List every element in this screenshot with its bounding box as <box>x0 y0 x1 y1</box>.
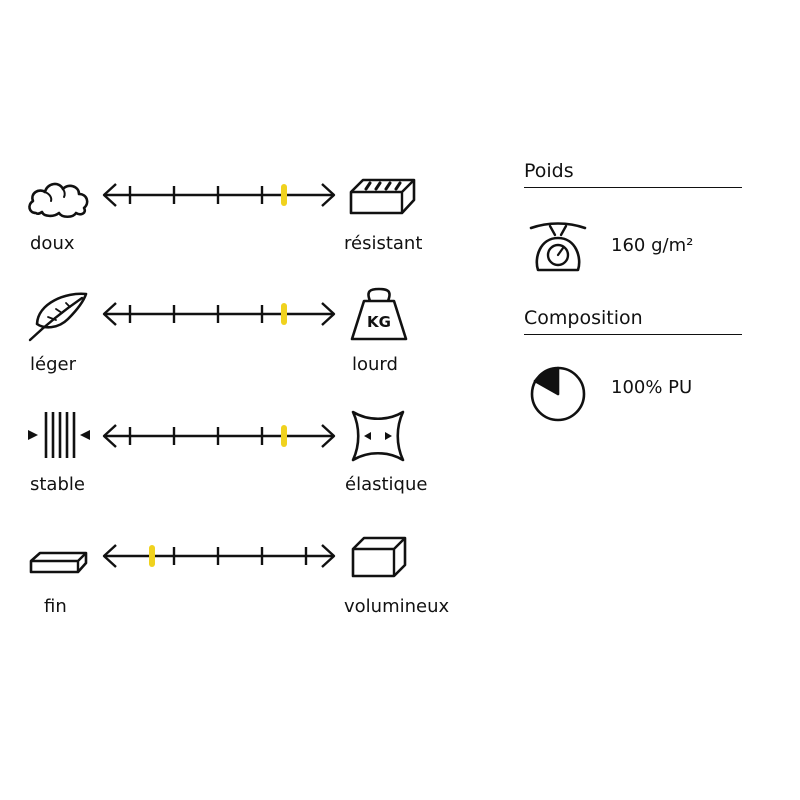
scale-row-stability: stable élastique <box>0 409 470 501</box>
kg-text: KG <box>367 313 391 331</box>
box-icon <box>350 535 408 579</box>
scale-left-label: stable <box>30 474 85 495</box>
weight-value: 160 g/m² <box>611 235 694 256</box>
light-heavy-scale <box>102 302 336 326</box>
scale-icon <box>528 220 588 276</box>
composition-title: Composition <box>524 307 643 329</box>
scale-right-label: volumineux <box>344 596 450 617</box>
weight-divider <box>524 187 742 188</box>
scale-right-label: élastique <box>345 474 428 495</box>
thin-voluminous-scale <box>102 544 336 568</box>
scale-left-label: fin <box>44 596 67 617</box>
stretch-icon <box>350 409 406 463</box>
scale-marker <box>281 303 287 325</box>
compressed-lines-icon <box>26 409 94 461</box>
scale-row-thickness: fin volumineux <box>0 531 470 621</box>
scale-right-label: résistant <box>344 233 423 254</box>
composition-value: 100% PU <box>611 377 693 398</box>
weight-title: Poids <box>524 160 574 182</box>
scale-row-weight: KG léger lourd <box>0 287 470 381</box>
brick-icon <box>348 176 418 216</box>
thin-slab-icon <box>28 547 90 577</box>
feather-icon <box>26 291 90 343</box>
kg-weight-icon: KG <box>348 287 410 343</box>
scale-marker <box>149 545 155 567</box>
scale-left-label: léger <box>30 354 76 375</box>
scale-marker <box>281 184 287 206</box>
scale-left-label: doux <box>30 233 75 254</box>
softness-strength-scale <box>102 183 336 207</box>
scale-marker <box>281 425 287 447</box>
cloud-icon <box>26 176 92 220</box>
scale-row-softness: doux résistant <box>0 170 470 260</box>
composition-divider <box>524 334 742 335</box>
scale-right-label: lourd <box>352 354 398 375</box>
stable-elastic-scale <box>102 424 336 448</box>
pie-chart-icon <box>528 364 588 424</box>
